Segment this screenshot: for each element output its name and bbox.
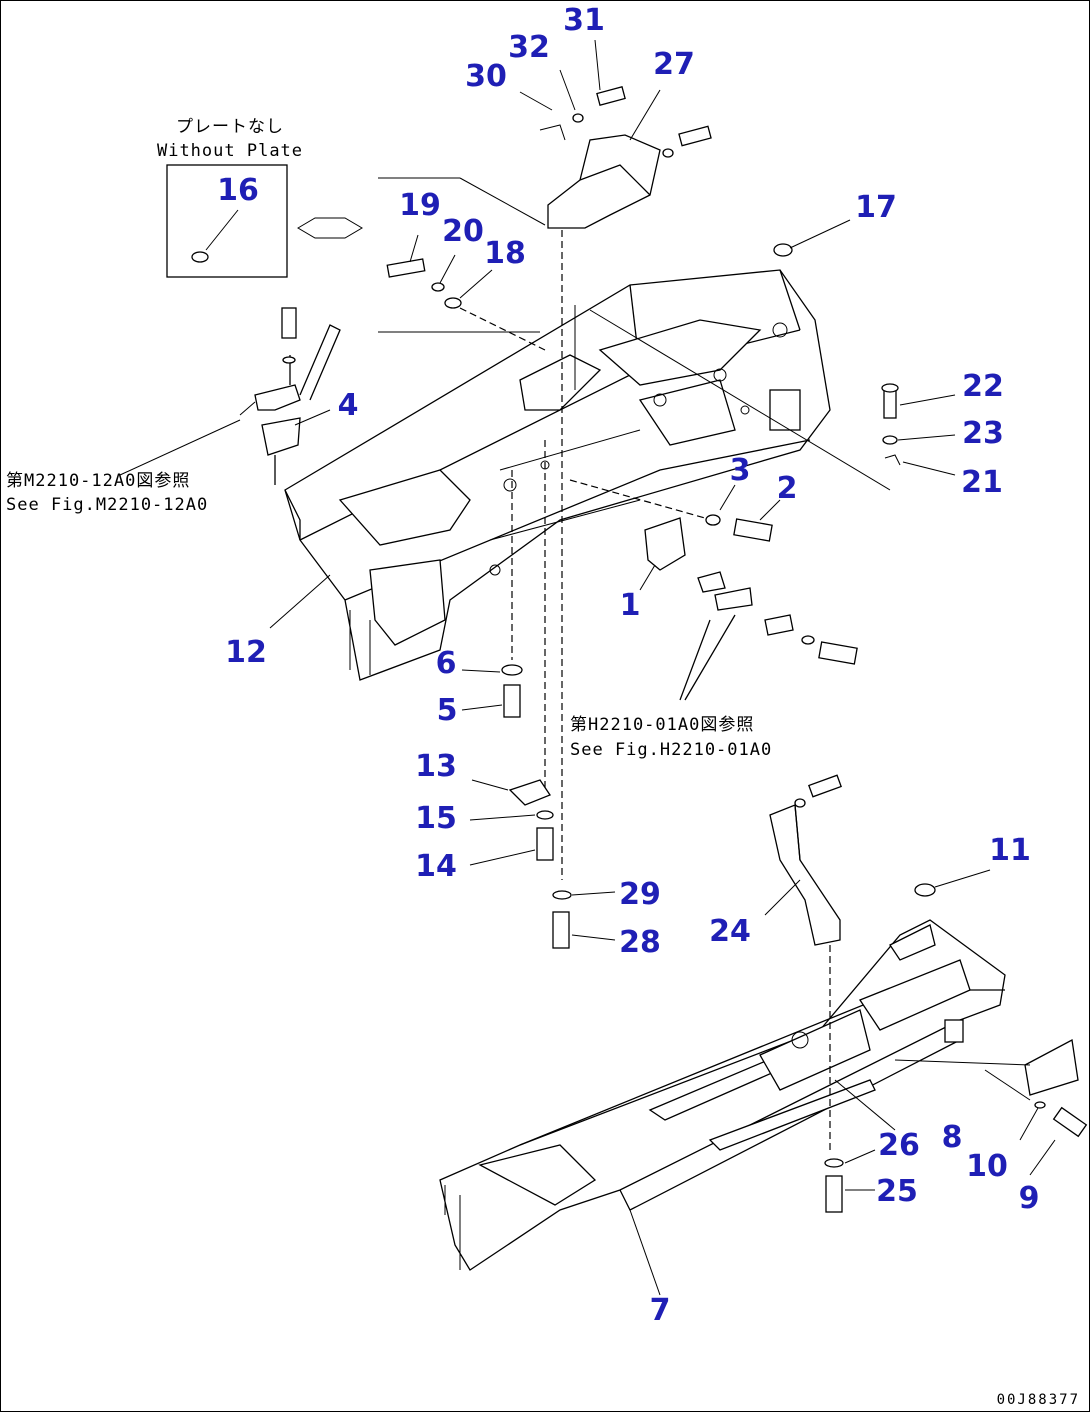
part-9-bolt — [1052, 1106, 1088, 1138]
part-13-plate — [508, 779, 551, 806]
callout-8: 8 — [942, 1120, 963, 1155]
callout-26: 26 — [878, 1128, 920, 1163]
part-25-bolt — [825, 1175, 843, 1213]
callout-15: 15 — [415, 801, 457, 836]
callout-1: 1 — [620, 588, 641, 623]
callout-2: 2 — [777, 471, 798, 506]
part-29-washer — [552, 890, 572, 900]
part-26-washer — [824, 1158, 844, 1168]
callout-25: 25 — [876, 1174, 918, 1209]
callout-31: 31 — [563, 3, 605, 38]
callout-13: 13 — [415, 749, 457, 784]
callout-14: 14 — [415, 849, 457, 884]
note-h2210-jp: 第H2210-01A0図参照 — [570, 715, 754, 735]
callout-12: 12 — [225, 635, 267, 670]
callout-30: 30 — [465, 59, 507, 94]
fasteners-22-23-21 — [881, 383, 956, 476]
callout-17: 17 — [855, 190, 897, 225]
callout-18: 18 — [484, 236, 526, 271]
part-10-washer — [1034, 1101, 1046, 1109]
callout-3: 3 — [730, 453, 751, 488]
fasteners-19-20-18 — [378, 177, 546, 351]
callout-32: 32 — [508, 30, 550, 65]
callout-7: 7 — [650, 1293, 671, 1328]
drawing-code: 00J88377 — [997, 1392, 1080, 1408]
inset-label-jp: プレートなし — [176, 117, 284, 137]
part-15-washer — [536, 810, 554, 820]
part-17-nut — [773, 243, 793, 257]
callout-6: 6 — [436, 646, 457, 681]
part-6-washer — [501, 664, 523, 676]
callout-20: 20 — [442, 214, 484, 249]
callout-9: 9 — [1019, 1181, 1040, 1216]
note-m2210-en: See Fig.M2210-12A0 — [6, 495, 208, 515]
note-h2210-en: See Fig.H2210-01A0 — [570, 740, 772, 760]
callout-11: 11 — [989, 833, 1031, 868]
part-4-bracket — [239, 307, 341, 485]
leader-lines — [119, 39, 801, 1296]
part-5-bolt — [503, 684, 521, 718]
callout-22: 22 — [962, 369, 1004, 404]
callout-10: 10 — [966, 1149, 1008, 1184]
callout-4: 4 — [338, 388, 359, 423]
part-14-bolt — [536, 827, 554, 861]
callout-29: 29 — [619, 877, 661, 912]
callout-27: 27 — [653, 47, 695, 82]
part-8-plate — [1024, 1038, 1079, 1096]
callout-19: 19 — [399, 188, 441, 223]
part-28-bolt — [552, 911, 570, 949]
callout-24: 24 — [709, 914, 751, 949]
callout-5: 5 — [437, 693, 458, 728]
inset-without-plate — [166, 164, 363, 278]
callout-28: 28 — [619, 925, 661, 960]
callout-23: 23 — [962, 416, 1004, 451]
note-m2210-jp: 第M2210-12A0図参照 — [6, 471, 190, 491]
callout-16: 16 — [217, 173, 259, 208]
part-11-nut — [914, 883, 936, 897]
callout-21: 21 — [961, 465, 1003, 500]
lower-frame — [439, 919, 1006, 1271]
part-27-tube — [511, 86, 891, 880]
part-24-bracket — [769, 774, 842, 1150]
parts-1-2-3-assembly — [569, 479, 858, 701]
inset-label-en: Without Plate — [157, 141, 303, 161]
